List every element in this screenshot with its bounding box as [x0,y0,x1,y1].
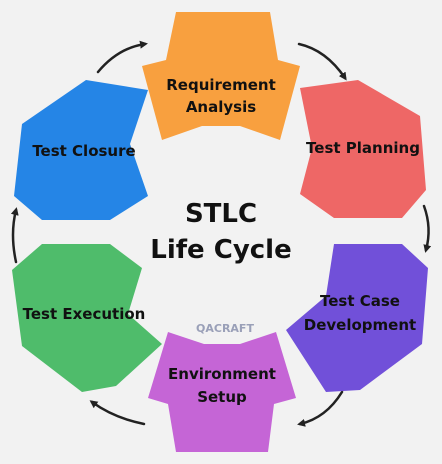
phase-requirement-analysis-line1: Requirement [166,76,276,94]
cycle-arrow-execution-to-closure [10,207,19,264]
cycle-arrow-closure-to-requirement [96,40,148,74]
phase-test-case-development-line2: Development [304,316,416,334]
phase-test-planning-label: Test Planning [306,139,420,157]
phase-test-planning-shape [300,80,426,218]
phase-test-case-development-line1: Test Case [320,292,400,310]
phase-environment-setup-shape [148,332,296,452]
phase-environment-setup-line1: Environment [168,365,276,383]
center-title-line2: Life Cycle [150,235,291,265]
phase-requirement-analysis-line2: Analysis [186,98,256,116]
phase-test-case-development-shape [286,244,428,392]
cycle-arrow-setup-to-execution [89,400,146,426]
phase-test-execution-label: Test Execution [23,305,146,323]
phase-environment-setup-line2: Setup [197,388,247,406]
cycle-arrow-planning-to-development [422,204,432,253]
center-title-line1: STLC [185,199,257,229]
phase-requirement-analysis-shape [142,12,300,140]
phase-test-closure-label: Test Closure [32,142,135,160]
phase-test-execution-shape [12,244,162,392]
cycle-arrow-requirement-to-planning [297,42,347,81]
phase-test-closure-shape [14,80,148,220]
cycle-arrow-development-to-setup [297,390,344,427]
qacraft-watermark: QACRAFT [196,322,254,335]
